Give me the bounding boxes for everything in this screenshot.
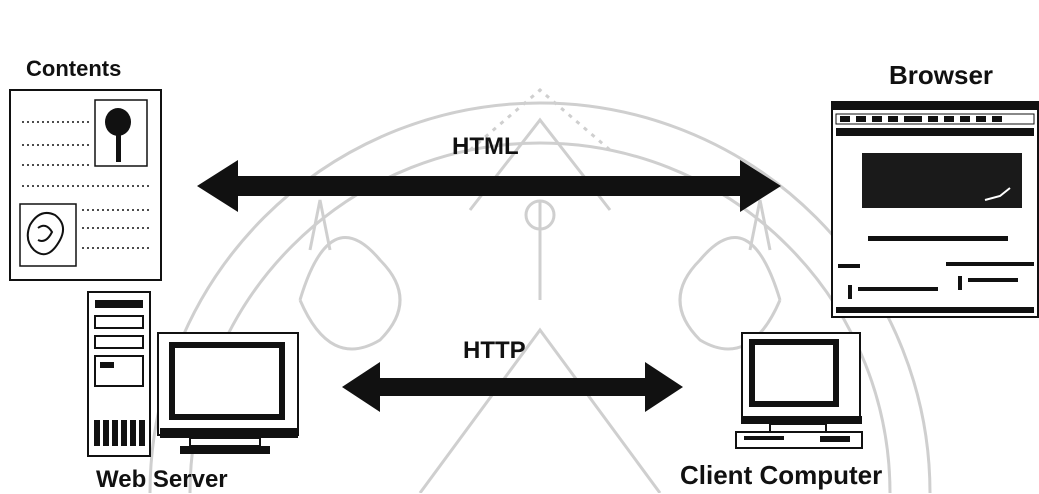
html-arrow	[197, 160, 781, 212]
client-computer-label: Client Computer	[680, 460, 883, 490]
contents-label: Contents	[26, 56, 122, 81]
http-arrow	[342, 362, 683, 412]
http-label: HTTP	[463, 337, 526, 364]
web-server-icon	[87, 291, 299, 457]
html-label: HTML	[452, 133, 519, 160]
contents-document-icon	[9, 89, 162, 281]
web-server-label: Web Server	[96, 466, 228, 493]
client-computer-icon	[735, 332, 863, 449]
browser-window-icon	[831, 101, 1039, 318]
browser-label: Browser	[889, 60, 994, 90]
